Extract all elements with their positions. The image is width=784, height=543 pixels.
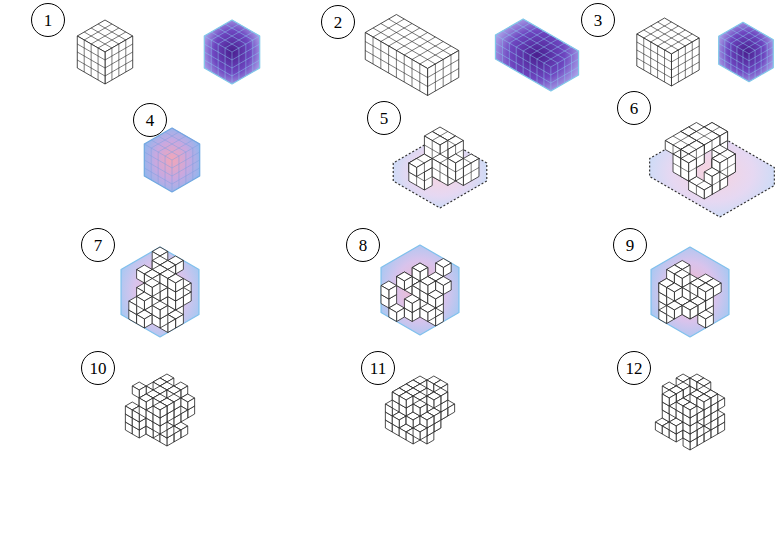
- scattered-voxels: [393, 127, 487, 208]
- callout-number: 3: [581, 3, 615, 37]
- scattered-voxels: [650, 123, 775, 218]
- gradient-cube: [204, 20, 259, 84]
- voxel-block: [365, 15, 459, 96]
- callout-label: 9: [626, 237, 635, 254]
- field-cube: [144, 128, 199, 192]
- gradient-block: [719, 22, 774, 82]
- callout-number: 9: [613, 228, 647, 262]
- voxel-cluster: [121, 247, 199, 337]
- callout-label: 4: [146, 112, 155, 129]
- callout-label: 6: [630, 100, 639, 117]
- callout-label: 2: [334, 14, 343, 31]
- callout-label: 7: [94, 237, 103, 254]
- callout-number: 1: [31, 3, 65, 37]
- callout-number: 6: [617, 91, 651, 125]
- voxel-cluster: [651, 247, 729, 337]
- callout-label: 1: [44, 12, 53, 29]
- callout-number: 11: [361, 351, 395, 385]
- callout-label: 5: [380, 110, 389, 127]
- callout-number: 2: [321, 5, 355, 39]
- gradient-block: [495, 19, 578, 91]
- callout-label: 11: [370, 360, 386, 377]
- callout-label: 8: [359, 237, 368, 254]
- callout-number: 10: [81, 351, 115, 385]
- callout-number: 5: [367, 101, 401, 135]
- voxel-cluster: [381, 245, 459, 335]
- callout-label: 3: [594, 12, 603, 29]
- callout-number: 12: [617, 351, 651, 385]
- callout-label: 10: [90, 360, 107, 377]
- callout-number: 8: [346, 228, 380, 262]
- voxel-cluster: [655, 374, 724, 450]
- voxel-cube: [77, 20, 132, 84]
- callout-label: 12: [626, 360, 643, 377]
- voxel-block: [637, 18, 699, 86]
- callout-number: 4: [133, 103, 167, 137]
- callout-number: 7: [81, 228, 115, 262]
- voxel-cluster: [125, 374, 194, 446]
- voxel-cluster: [385, 376, 454, 444]
